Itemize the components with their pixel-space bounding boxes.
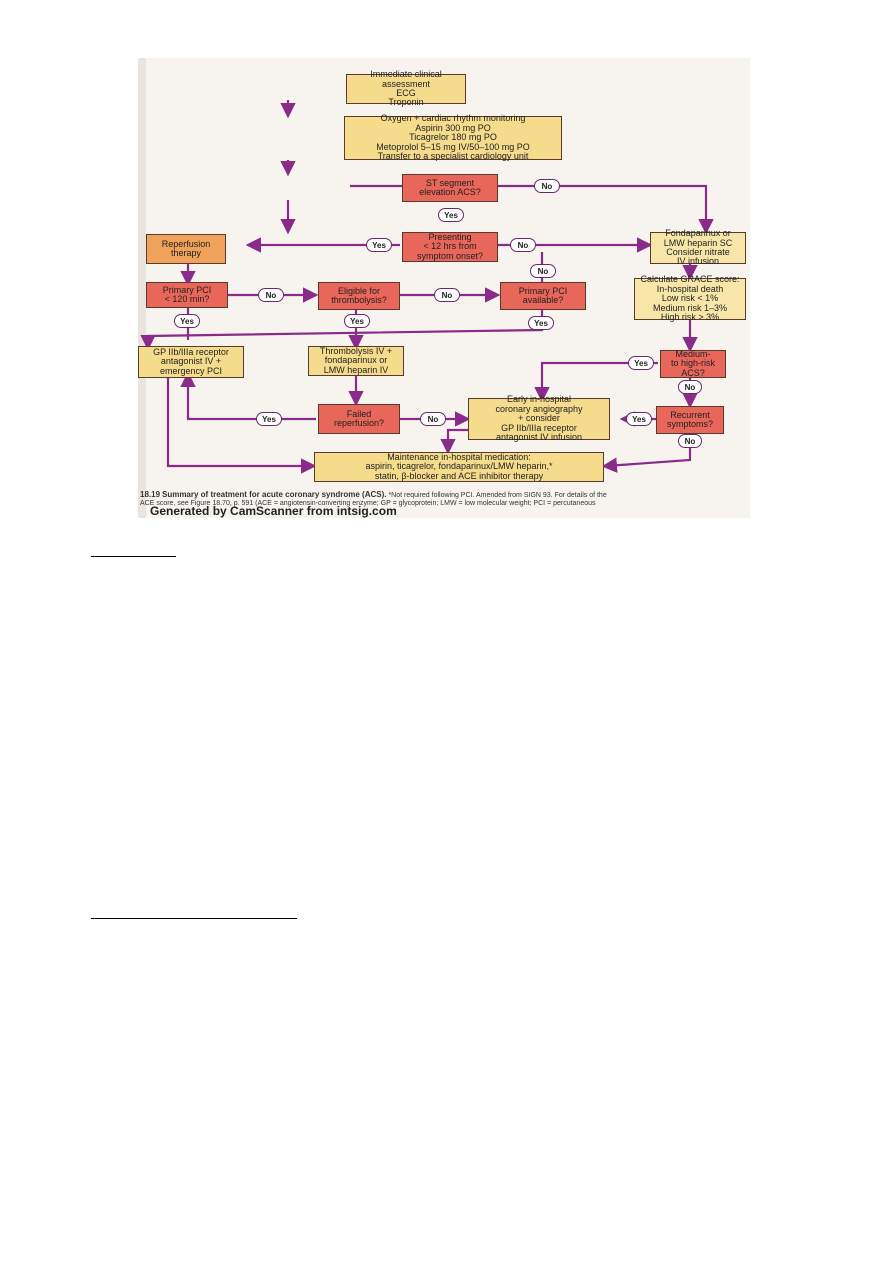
label-no-eligible: No: [434, 288, 460, 302]
label-yes-recurrent: Yes: [626, 412, 652, 426]
underline-1: [91, 556, 176, 557]
scan-edge: [138, 58, 146, 518]
label-yes-st: Yes: [438, 208, 464, 222]
box-grace-score: Calculate GRACE score: In-hospital death…: [634, 275, 746, 322]
label-no-presenting: No: [510, 238, 536, 252]
box-primary-pci-available: Primary PCI available?: [500, 282, 586, 310]
label-yes-available: Yes: [528, 316, 554, 330]
box-gp-emergency-pci: GP IIb/IIIa receptor antagonist IV + eme…: [138, 346, 244, 378]
label-yes-medium: Yes: [628, 356, 654, 370]
caption-title: Summary of treatment for acute coronary …: [161, 490, 387, 499]
caption-fig-label: 18.19: [140, 490, 161, 499]
box-early-angiography: Early in-hospital coronary angiography +…: [468, 395, 610, 442]
box-primary-pci-time: Primary PCI < 120 min?: [146, 282, 228, 308]
flowchart-scan: Immediate clinical assessment ECG Tropon…: [138, 58, 750, 518]
box-thrombolysis: Thrombolysis IV + fondaparinux or LMW he…: [308, 346, 404, 376]
box-medium-high-risk: Medium- to high-risk ACS?: [660, 349, 726, 378]
figure-caption: 18.19 Summary of treatment for acute cor…: [138, 490, 750, 509]
label-yes-presenting: Yes: [366, 238, 392, 252]
camscanner-watermark: Generated by CamScanner from intsig.com: [150, 504, 397, 518]
box-failed-reperfusion: Failed reperfusion?: [318, 404, 400, 434]
arrow-medium-early: [534, 361, 658, 403]
arrow-early-maintenance: [440, 428, 468, 455]
box-st-elevation: ST segment elevation ACS?: [402, 174, 498, 202]
caption-line1: *Not required following PCI. Amended fro…: [388, 492, 607, 499]
label-yes-eligible: Yes: [344, 314, 370, 328]
arrow-gp-maintenance: [166, 376, 317, 474]
box-recurrent-symptoms: Recurrent symptoms?: [656, 406, 724, 434]
label-yes-pci: Yes: [174, 314, 200, 328]
box-reperfusion-therapy: Reperfusion therapy: [146, 234, 226, 264]
box-eligible-thrombolysis: Eligible for thrombolysis?: [318, 282, 400, 310]
box-fondaparinux: Fondaparinux or LMW heparin SC Consider …: [650, 228, 746, 266]
box-maintenance: Maintenance in-hospital medication: aspi…: [314, 452, 604, 482]
box-presenting: Presenting < 12 hrs from symptom onset?: [402, 232, 498, 262]
box-clinical-assessment: Immediate clinical assessment ECG Tropon…: [346, 69, 466, 107]
label-no-failed: No: [420, 412, 446, 426]
label-no-recurrent: No: [678, 434, 702, 448]
label-no-st: No: [534, 179, 560, 193]
label-no-pci: No: [258, 288, 284, 302]
underline-2: [91, 918, 297, 919]
caption-line2: ACE score, see Figure 18.70, p. 591 (ACE…: [140, 500, 596, 508]
label-no-available: No: [530, 264, 556, 278]
arrow-failed-gp: [180, 371, 316, 421]
box-initial-treatment: Oxygen + cardiac rhythm monitoring Aspir…: [344, 114, 562, 161]
label-yes-failed: Yes: [256, 412, 282, 426]
label-no-medium: No: [678, 380, 702, 394]
